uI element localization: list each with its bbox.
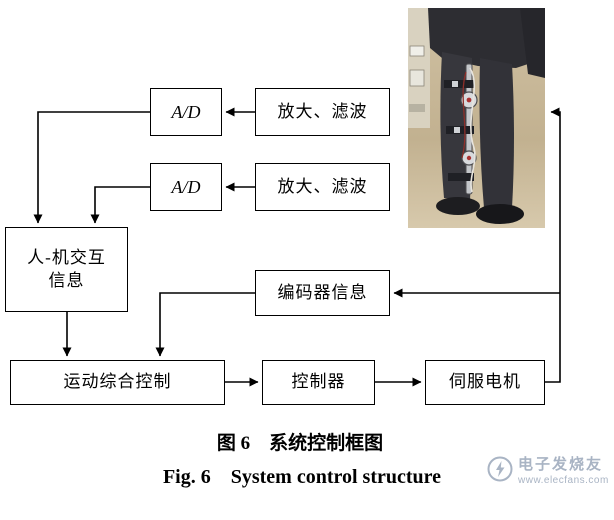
elecfans-logo-icon: [487, 456, 513, 482]
elecfans-watermark: 电子发烧友 www.elecfans.com: [487, 456, 612, 488]
box-controller: 控制器: [262, 360, 375, 405]
box-ad-converter-2: A/D: [150, 163, 222, 211]
box-amplify-filter-1-label: 放大、滤波: [277, 101, 368, 121]
arrow-servo-to-exoskeleton: [545, 107, 561, 383]
box-amplify-filter-2-label: 放大、滤波: [277, 176, 368, 196]
elecfans-watermark-text: 电子发烧友 www.elecfans.com: [518, 456, 609, 488]
box-amplify-filter-1: 放大、滤波: [255, 88, 390, 136]
box-encoder-info: 编码器信息: [255, 270, 390, 316]
box-ad-converter-1: A/D: [150, 88, 222, 136]
exoskeleton-photo: [408, 8, 545, 228]
figure-caption-zh: 图 6 系统控制框图: [216, 433, 384, 454]
box-servo-motor-label: 伺服电机: [449, 372, 521, 392]
box-ad-converter-2-label: A/D: [171, 176, 201, 197]
arrow-encoder-to-motion: [155, 292, 255, 357]
box-ad-converter-1-label: A/D: [171, 101, 201, 122]
box-hmi-label-line2: 信息: [48, 270, 85, 290]
box-encoder-info-label: 编码器信息: [277, 282, 368, 302]
elecfans-site-url: www.elecfans.com: [518, 475, 609, 486]
box-motion-integrated-control-label: 运动综合控制: [63, 372, 172, 392]
arrow-ad1-to-hmi: [33, 111, 150, 224]
box-human-machine-interaction-info: 人-机交互 信息: [5, 227, 128, 312]
box-hmi-label-line1: 人-机交互: [27, 247, 106, 267]
figure-caption-en: Fig. 6 System control structure: [162, 466, 442, 488]
box-servo-motor: 伺服电机: [425, 360, 545, 405]
box-motion-integrated-control: 运动综合控制: [10, 360, 225, 405]
arrow-ad2-to-hmi: [90, 186, 150, 224]
elecfans-brand: 电子发烧友: [518, 456, 604, 473]
box-controller-label: 控制器: [291, 372, 346, 392]
box-amplify-filter-2: 放大、滤波: [255, 163, 390, 211]
